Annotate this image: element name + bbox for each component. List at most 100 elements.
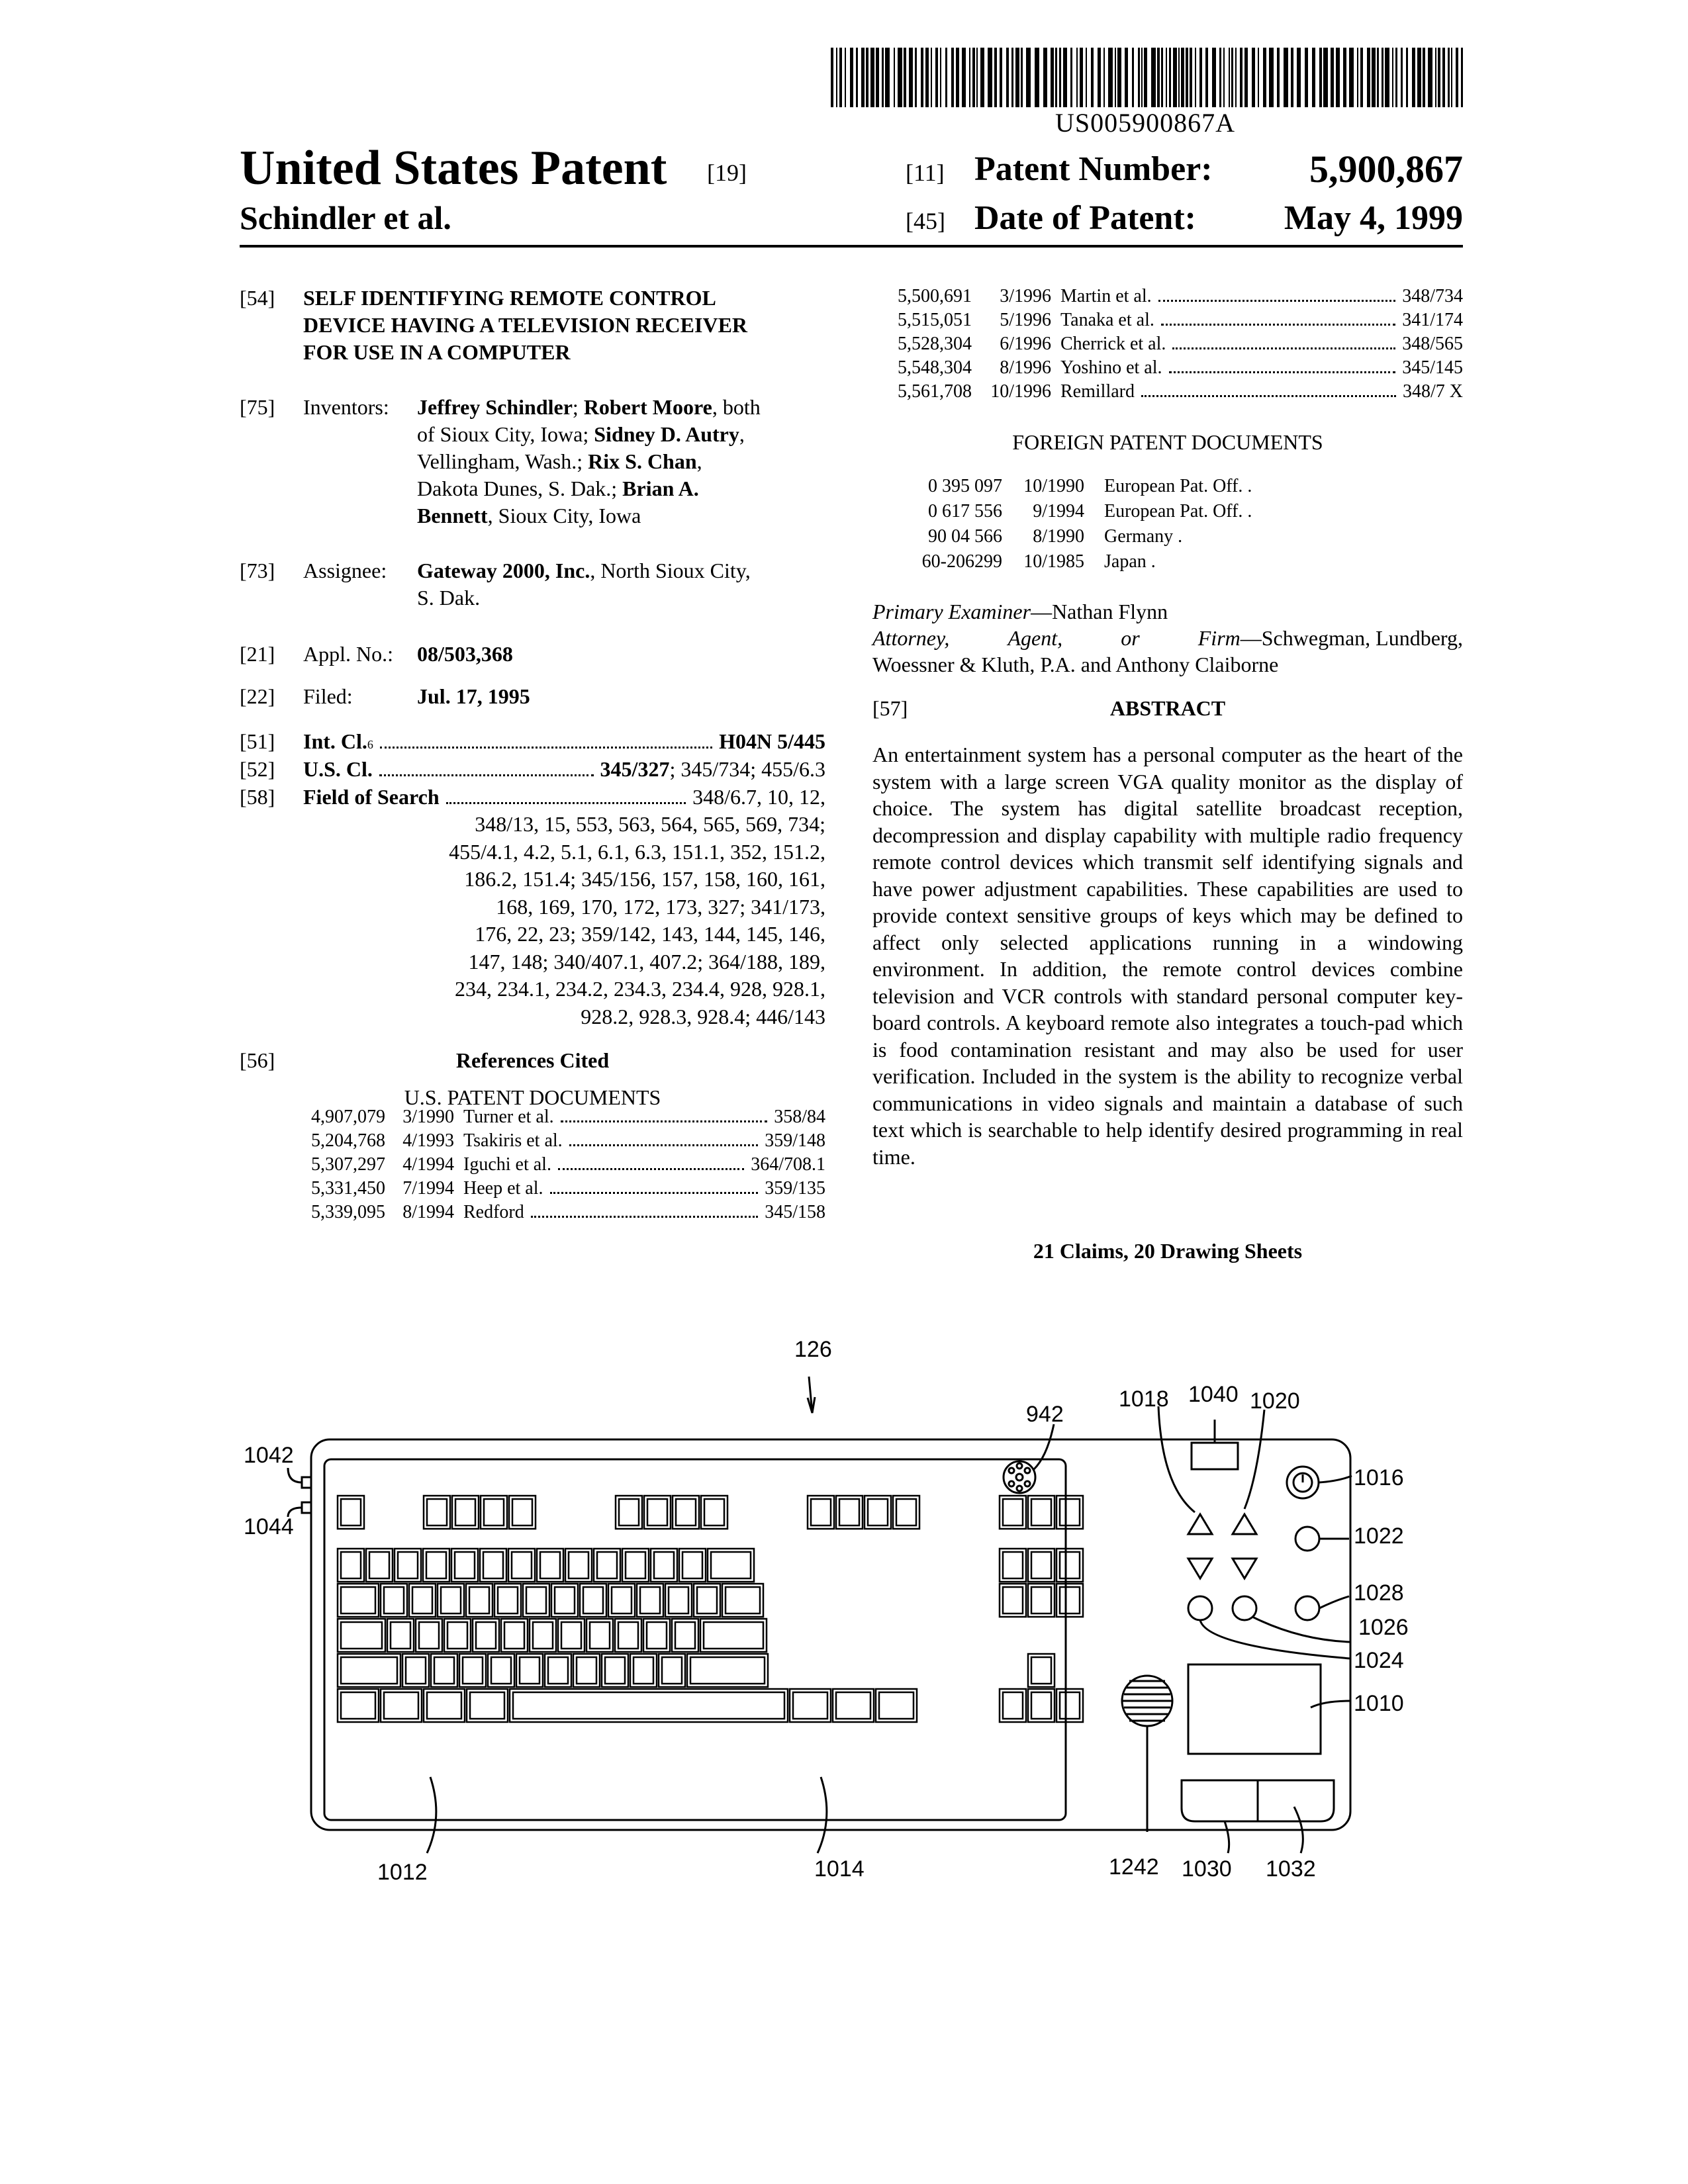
- attorney-name: —Schwegman, Lundberg,: [1241, 626, 1463, 650]
- us-patent-row: 5,515,0515/1996Tanaka et al.341/174: [872, 308, 1463, 332]
- leader-dots: [1141, 395, 1396, 397]
- field-code: [22]: [240, 683, 275, 709]
- barcode-bar: [856, 48, 858, 107]
- label-1242: 1242: [1109, 1854, 1159, 1880]
- speaker-hole: [1017, 1463, 1022, 1469]
- barcode-bar: [925, 48, 929, 107]
- keyboard-key-top: [1003, 1692, 1023, 1719]
- patent-number-cell: 5,500,691: [872, 285, 972, 308]
- label-1016: 1016: [1354, 1465, 1404, 1490]
- barcode-bar: [1392, 48, 1393, 107]
- label-1026: 1026: [1358, 1615, 1409, 1640]
- abstract-text: An entertainment system has a personal c…: [872, 741, 1463, 1170]
- header-rule: [240, 245, 1463, 248]
- keyboard-key-top: [879, 1692, 914, 1719]
- leader-dots: [1158, 300, 1396, 302]
- label-942: 942: [1026, 1402, 1064, 1427]
- int-cl-value: H04N 5/445: [719, 728, 825, 754]
- barcode-bar: [1076, 48, 1078, 107]
- keyboard-key: [876, 1689, 917, 1722]
- barcode-bar: [1059, 48, 1061, 107]
- leader-dots: [550, 1192, 759, 1194]
- keyboard-key: [424, 1689, 465, 1722]
- leader-line: [1311, 1701, 1350, 1707]
- barcode-bar: [1125, 48, 1128, 107]
- foreign-date-cell: 10/1985: [1002, 549, 1104, 574]
- us-patent-row: 5,500,6913/1996Martin et al.348/734: [872, 285, 1463, 308]
- patent-class-cell: 348/734: [1402, 285, 1463, 308]
- keyboard-key-top: [341, 1692, 375, 1719]
- keyboard-key-top: [633, 1657, 653, 1684]
- barcode-bar: [1161, 48, 1163, 107]
- keyboard-key-top: [533, 1622, 553, 1649]
- patent-class-cell: 364/708.1: [751, 1153, 825, 1177]
- barcode-bar: [1195, 48, 1196, 107]
- patent-number-cell: 5,307,297: [240, 1153, 385, 1177]
- barcode-bar: [1219, 48, 1221, 107]
- keyboard-key: [338, 1654, 400, 1687]
- barcode-bar: [1442, 48, 1445, 107]
- barcode-bar: [1051, 48, 1054, 107]
- inventor-location: of Sioux City, Iowa;: [417, 422, 594, 446]
- foreign-number-cell: 0 617 556: [872, 499, 1002, 524]
- barcode-bar: [894, 48, 895, 107]
- keyboard-key-top: [1060, 1587, 1080, 1614]
- barcode-bar: [1115, 48, 1116, 107]
- barcode-bar: [1456, 48, 1458, 107]
- patent-number-label: Patent Number:: [974, 150, 1213, 189]
- keyboard-remote-drawing: 126 942 1018 1040 1020 1042 1044 1016 10…: [225, 1324, 1463, 1899]
- leader-line: [1158, 1406, 1195, 1512]
- label-1032: 1032: [1266, 1856, 1316, 1882]
- barcode-bar: [921, 48, 923, 107]
- foreign-patent-row: 90 04 5668/1990Germany .: [872, 524, 1463, 549]
- barcode-bar: [1258, 48, 1259, 107]
- inventor-name: Jeffrey Schindler: [417, 395, 573, 419]
- down-arrow-button: [1233, 1559, 1256, 1578]
- patent-class-cell: 348/7 X: [1403, 380, 1463, 404]
- barcode-bar: [1132, 48, 1134, 107]
- barcode-bar: [1252, 48, 1255, 107]
- leader-dots: [558, 1168, 744, 1170]
- keyboard-key-top: [1003, 1499, 1023, 1525]
- label-1040: 1040: [1188, 1382, 1239, 1407]
- touchpad-button-left-1030: [1182, 1780, 1258, 1821]
- keyboard-key-top: [341, 1552, 361, 1578]
- inventor-name: Bennett: [417, 504, 488, 527]
- leader-line: [1319, 1596, 1349, 1608]
- barcode-bar: [1291, 48, 1293, 107]
- keyboard-key-top: [1003, 1552, 1023, 1578]
- label-1044: 1044: [244, 1514, 294, 1539]
- barcode-bar: [1098, 48, 1101, 107]
- field-code: [21]: [240, 641, 275, 667]
- barcode-bar: [1263, 48, 1266, 107]
- barcode-bar: [850, 48, 853, 107]
- barcode-bar: [1144, 48, 1147, 107]
- field-code: [58]: [240, 784, 275, 810]
- barcode-bar: [962, 48, 966, 107]
- patent-name-cell: Turner et al.: [463, 1105, 554, 1129]
- abstract-heading: ABSTRACT: [872, 695, 1463, 721]
- patent-number-cell: 5,561,708: [872, 380, 972, 404]
- barcode-bar: [839, 48, 842, 107]
- foreign-office-cell: Germany .: [1104, 524, 1182, 549]
- barcode-bar: [1015, 48, 1019, 107]
- search-line: 455/4.1, 4.2, 5.1, 6.1, 6.3, 151.1, 352,…: [303, 839, 825, 866]
- inventor-name: Sidney D. Autry: [594, 422, 739, 446]
- patent-date-cell: 7/1994: [385, 1177, 463, 1201]
- attorney-name: Woessner & Kluth, P.A. and Anthony Claib…: [872, 651, 1463, 678]
- patent-class-cell: 359/148: [765, 1129, 825, 1153]
- barcode-bar: [1428, 48, 1432, 107]
- barcode-bar: [1117, 48, 1121, 107]
- foreign-office-cell: Japan .: [1104, 549, 1156, 574]
- button-1024: [1188, 1596, 1212, 1620]
- keyboard-key-top: [391, 1622, 410, 1649]
- up-arrow-button: [1188, 1514, 1212, 1534]
- speaker-hole: [1025, 1481, 1030, 1486]
- patent-name-cell: Iguchi et al.: [463, 1153, 551, 1177]
- foreign-number-cell: 0 395 097: [872, 474, 1002, 499]
- keyboard-key-top: [1060, 1499, 1080, 1525]
- patent-date-cell: 8/1996: [972, 356, 1060, 380]
- keyboard-key-top: [626, 1552, 645, 1578]
- title-field: [54] SELF IDENTIFYING REMOTE CONTROL DEV…: [240, 285, 825, 371]
- keyboard-key-top: [669, 1587, 688, 1614]
